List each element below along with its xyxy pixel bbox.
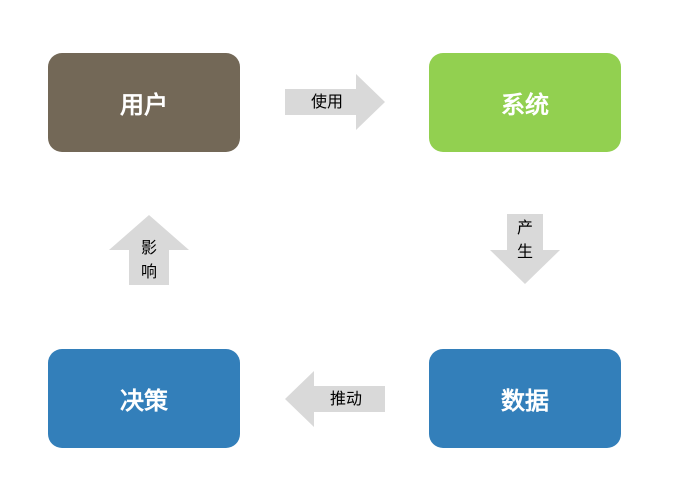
arrow-down-shape [490, 214, 560, 284]
node-data: 数据 [429, 349, 621, 448]
arrow-label-use: 使用 [310, 92, 343, 111]
arrow-left: 推动 [285, 371, 385, 427]
node-decision: 决策 [48, 349, 240, 448]
arrow-up: 影响 [109, 215, 189, 285]
arrow-left-shape [285, 371, 385, 427]
node-system: 系统 [429, 53, 621, 152]
arrow-label-produce: 产生 [516, 218, 533, 261]
arrow-label-drive: 推动 [329, 389, 362, 408]
arrow-down: 产生 [490, 214, 560, 284]
node-decision-label: 决策 [120, 387, 168, 415]
node-user: 用户 [48, 53, 240, 152]
node-system-label: 系统 [501, 91, 549, 119]
node-data-label: 数据 [501, 387, 549, 415]
node-user-label: 用户 [120, 91, 168, 119]
arrow-right-shape [285, 74, 385, 130]
arrow-label-influence: 影响 [140, 238, 157, 281]
arrow-right: 使用 [285, 74, 385, 130]
arrow-up-shape [109, 215, 189, 285]
